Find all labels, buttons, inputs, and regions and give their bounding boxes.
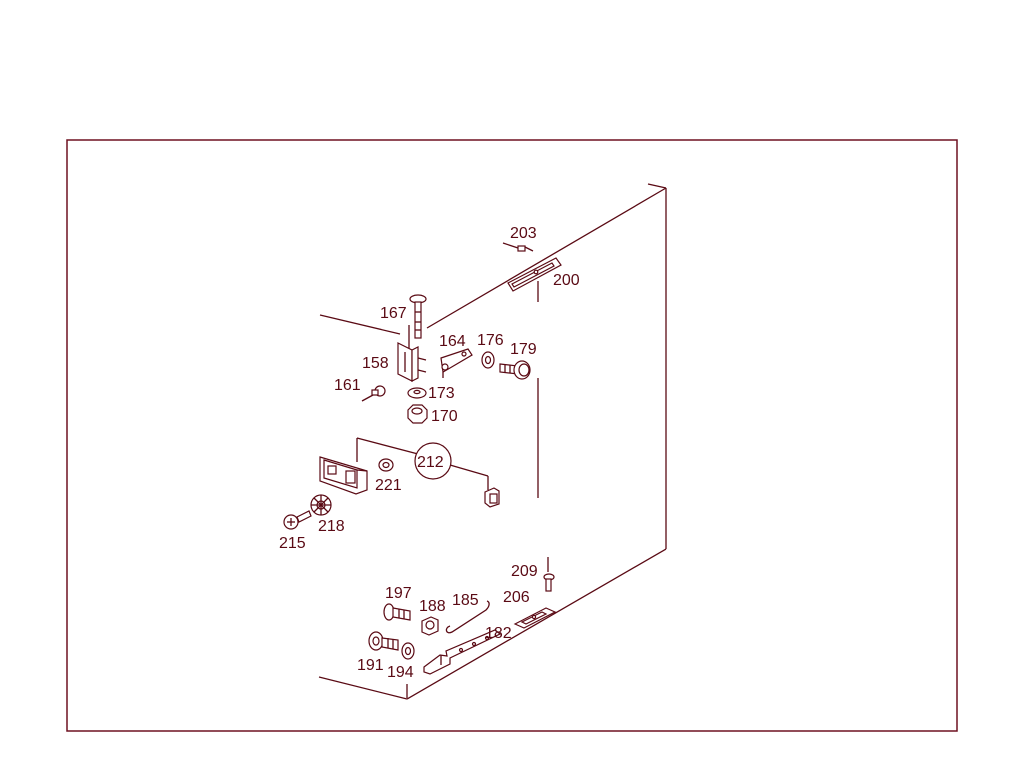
part-185-spring-icon bbox=[445, 600, 490, 634]
part-158-hinge-icon bbox=[397, 342, 427, 382]
part-labels: 203 200 167 164 176 179 158 161 173 170 … bbox=[279, 225, 580, 681]
part-200-plate-icon bbox=[507, 257, 562, 292]
part-203-screw-icon bbox=[517, 245, 534, 252]
part-167-bolt-icon bbox=[409, 294, 427, 339]
label-158: 158 bbox=[362, 355, 389, 372]
part-209-screw-icon bbox=[543, 573, 555, 592]
label-194: 194 bbox=[387, 664, 414, 681]
label-173: 173 bbox=[428, 385, 455, 402]
label-206: 206 bbox=[503, 589, 530, 606]
label-170: 170 bbox=[431, 408, 458, 425]
part-173-washer-icon bbox=[407, 387, 427, 399]
part-206-plate-icon bbox=[513, 607, 557, 629]
part-212-callout-icon bbox=[414, 442, 500, 508]
label-182: 182 bbox=[485, 625, 512, 642]
part-221-plug-icon bbox=[378, 458, 394, 472]
label-179: 179 bbox=[510, 341, 537, 358]
label-161: 161 bbox=[334, 377, 361, 394]
part-182-lever-icon bbox=[423, 629, 502, 675]
part-191-bolt-icon bbox=[368, 631, 399, 651]
label-188: 188 bbox=[419, 598, 446, 615]
label-209: 209 bbox=[511, 563, 538, 580]
diagram-frame bbox=[66, 139, 958, 732]
part-218-star-washer-icon bbox=[310, 494, 332, 516]
label-164: 164 bbox=[439, 333, 466, 350]
part-lock-housing-icon bbox=[319, 456, 368, 495]
label-167: 167 bbox=[380, 305, 407, 322]
label-176: 176 bbox=[477, 332, 504, 349]
label-200: 200 bbox=[553, 272, 580, 289]
label-212: 212 bbox=[417, 454, 444, 471]
part-197-bolt-icon bbox=[383, 603, 411, 621]
leader-lines bbox=[356, 242, 549, 698]
label-215: 215 bbox=[279, 535, 306, 552]
part-215-screw-icon bbox=[283, 510, 312, 530]
label-203: 203 bbox=[510, 225, 537, 242]
door-panel-outline bbox=[318, 183, 667, 700]
part-161-bolt-icon bbox=[371, 385, 386, 397]
part-164-hinge-arm-icon bbox=[440, 348, 473, 378]
label-185: 185 bbox=[452, 592, 479, 609]
label-191: 191 bbox=[357, 657, 384, 674]
part-188-bushing-icon bbox=[421, 616, 439, 636]
label-221: 221 bbox=[375, 477, 402, 494]
part-194-washer-icon bbox=[401, 642, 415, 660]
part-179-bolt-icon bbox=[499, 360, 531, 380]
label-197: 197 bbox=[385, 585, 412, 602]
label-218: 218 bbox=[318, 518, 345, 535]
part-176-washer-icon bbox=[481, 351, 495, 369]
part-170-nut-icon bbox=[407, 404, 428, 424]
